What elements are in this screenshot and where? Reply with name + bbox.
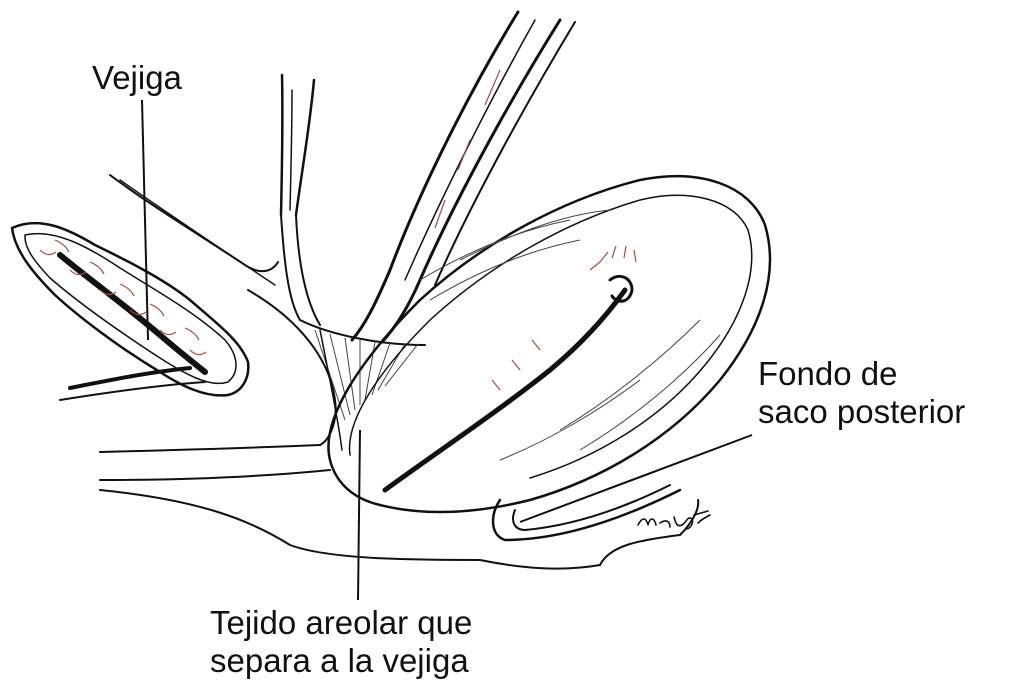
- label-posterior-fornix-line2: saco posterior: [758, 394, 965, 430]
- areolar-tissue: [300, 320, 425, 450]
- label-areolar-line1: Tejido areolar que: [210, 605, 472, 641]
- artist-signature: [634, 507, 714, 533]
- label-bladder: Vejiga: [92, 60, 182, 96]
- bladder-drawing: [12, 223, 248, 400]
- bladder-leader-line: [142, 100, 148, 340]
- left-clamp: [281, 75, 320, 325]
- label-posterior-fornix-line1: Fondo de: [758, 356, 897, 392]
- areolar-leader-line: [358, 430, 360, 600]
- label-areolar-line2: separa a la vejiga: [210, 643, 469, 679]
